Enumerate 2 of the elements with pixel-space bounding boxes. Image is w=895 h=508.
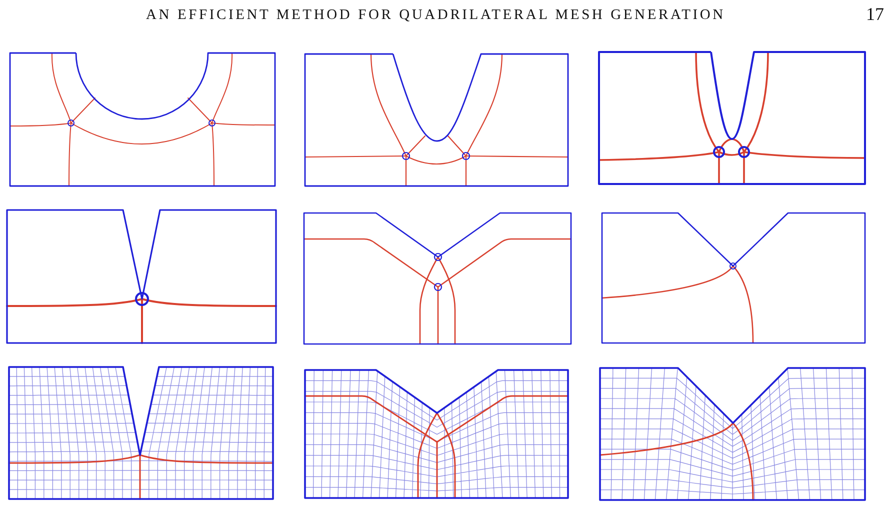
running-header: AN EFFICIENT METHOD FOR QUADRILATERAL MESH GENERATION xyxy=(146,8,726,22)
page-number: 17 xyxy=(866,5,884,23)
